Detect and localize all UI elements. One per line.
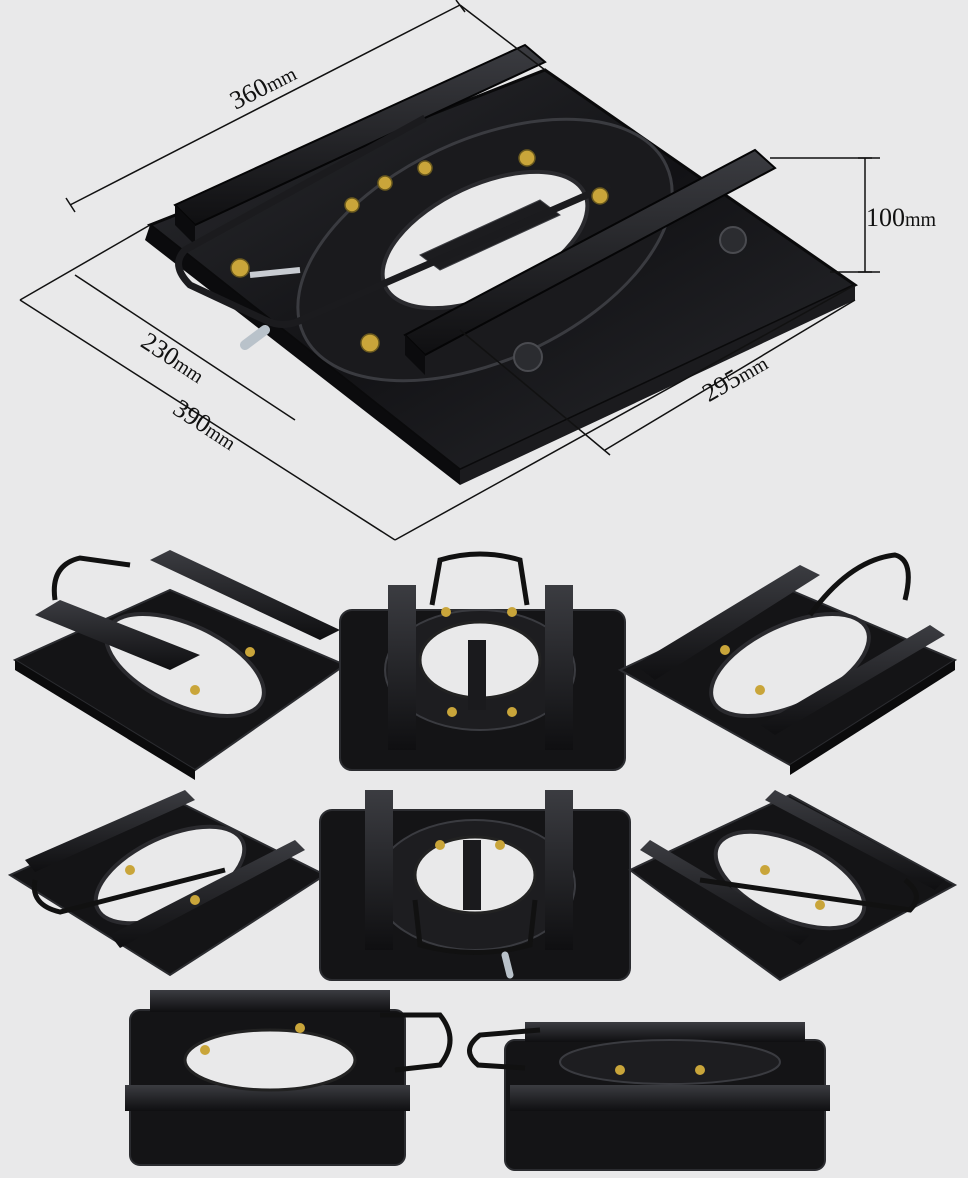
feet xyxy=(513,226,747,372)
dimension-height-label: 100mm xyxy=(866,203,936,233)
view-top-back xyxy=(319,790,631,981)
view-left-back xyxy=(7,790,328,977)
view-right-back xyxy=(628,790,958,982)
spring xyxy=(249,267,301,278)
dimension-lines xyxy=(19,0,880,541)
right-rail xyxy=(403,148,777,375)
view-right-angled xyxy=(617,552,958,775)
left-rail xyxy=(173,43,547,245)
view-left-angled xyxy=(12,550,348,780)
view-side-left xyxy=(125,990,453,1166)
dimension-height-value: 100 xyxy=(866,203,905,232)
handle-tip xyxy=(240,325,270,350)
release-bar xyxy=(175,114,612,328)
dimension-unit: mm xyxy=(905,209,937,231)
bolts xyxy=(230,149,609,353)
view-top-front xyxy=(339,551,626,771)
view-side-right xyxy=(467,1022,830,1171)
